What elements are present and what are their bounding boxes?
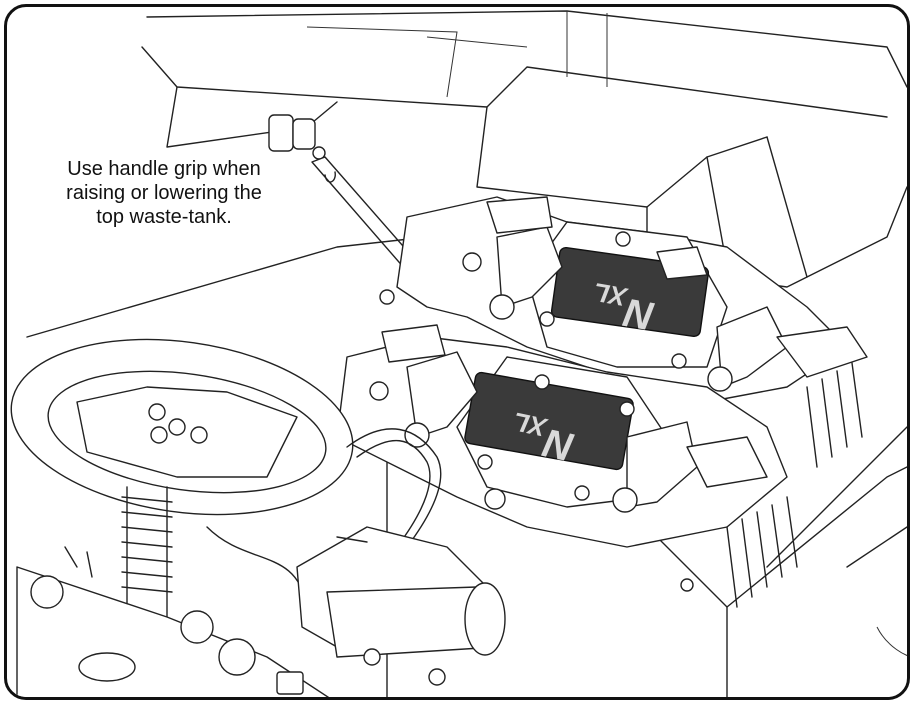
machine-illustration: XL N XL N	[10, 10, 907, 697]
front-motor	[296, 526, 506, 658]
control-panel	[16, 546, 330, 697]
heat-sink	[726, 362, 863, 608]
callout-line-3: top waste-tank.	[96, 206, 232, 228]
waste-tank-lid	[141, 10, 907, 288]
mounting-bolts	[363, 289, 446, 686]
handle-grip-callout: Use handle grip when raising or lowering…	[29, 157, 299, 229]
upper-controller-logo: XL	[591, 277, 631, 313]
callout-line-1: Use handle grip when	[67, 158, 261, 180]
upper-controller-module: XL N	[396, 196, 868, 403]
diagram-frame: XL N XL N	[4, 4, 910, 700]
lower-controller-module: XL N	[336, 324, 788, 548]
steering-wheel	[10, 338, 354, 516]
callout-line-2: raising or lowering the	[66, 182, 262, 204]
lower-controller-logo: XL	[510, 407, 551, 444]
